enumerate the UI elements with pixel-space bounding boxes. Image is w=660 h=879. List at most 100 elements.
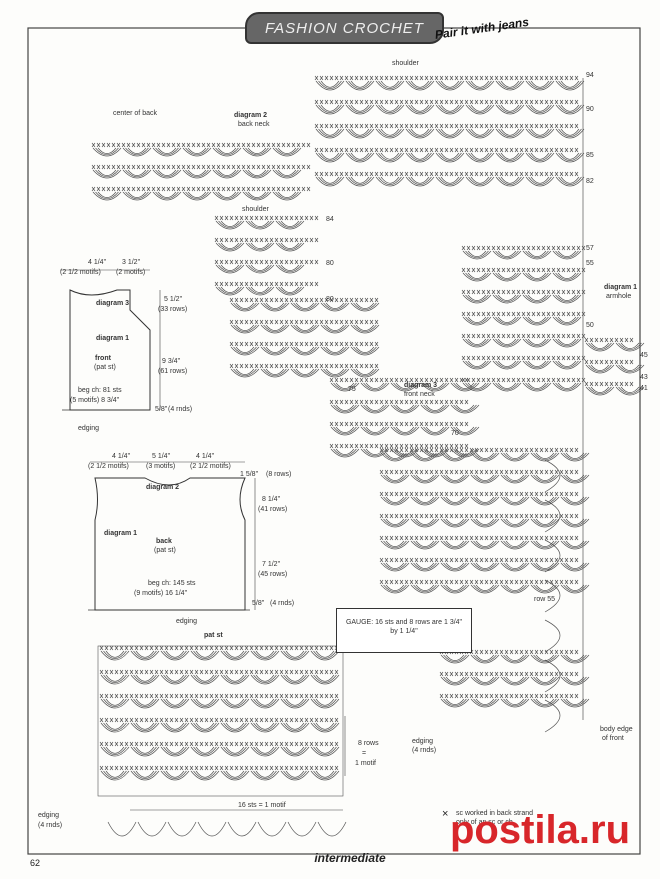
diagram3-mid-fan xyxy=(260,302,290,312)
pat-st-repeat-rows: 8 rows xyxy=(358,740,379,747)
diagram3-low-fan xyxy=(360,448,390,458)
diagram1-fan xyxy=(462,272,492,282)
edging-detail-fan xyxy=(530,654,560,664)
diagram2-fan xyxy=(465,80,495,91)
pat-st-fan xyxy=(130,674,160,685)
pat-st-fan xyxy=(280,722,310,733)
edging-detail-fan xyxy=(500,654,530,664)
back-beg-ch-sub: (9 motifs) 16 1/4" xyxy=(134,590,188,597)
diagram3-top-fan xyxy=(215,264,245,274)
diagram1-fan xyxy=(492,294,522,304)
edging-detail-fan xyxy=(530,698,560,708)
pat-st-fan xyxy=(310,746,340,757)
diagram2-fan xyxy=(465,176,495,187)
diagram3-bottom-fan xyxy=(500,496,530,506)
edging-detail-rnds: (4 rnds) xyxy=(412,747,437,754)
diagram1-right-fan xyxy=(615,386,645,396)
diagram3-mid-fan xyxy=(230,368,260,378)
diagram3-bottom-fan xyxy=(380,518,410,528)
gauge-box: GAUGE: 16 sts and 8 rows are 1 3/4" by 1… xyxy=(336,608,472,653)
diagram3-bottom-fan xyxy=(440,474,470,484)
diagram2-subtitle: back neck xyxy=(238,121,270,128)
diagram2-fan xyxy=(495,128,525,139)
diagram3-mid-x xyxy=(229,319,379,325)
pat-st-fan xyxy=(130,770,160,781)
diagram3-low-fan xyxy=(330,382,360,392)
edging-row-label: row 55 xyxy=(534,596,556,603)
back-neck-rows: (8 rows) xyxy=(266,471,292,478)
diagram3-top-fan xyxy=(275,264,305,274)
diagram2-fan xyxy=(465,104,495,115)
edging-scallop xyxy=(544,659,561,693)
diagram3-bottom-fan xyxy=(500,518,530,528)
diagram3-bottom-fan xyxy=(530,540,560,550)
pat-st-fan xyxy=(220,650,250,661)
dimension-lines xyxy=(60,269,346,811)
pat-st-fan xyxy=(310,770,340,781)
diagram2-fan xyxy=(435,152,465,163)
pat-st-fan xyxy=(250,650,280,661)
diagram3-bottom-x xyxy=(379,557,579,563)
pat-st-fan xyxy=(160,746,190,757)
pat-st-fan xyxy=(100,746,130,757)
diagram1-right-fan xyxy=(615,364,645,374)
diagram3-top-fan xyxy=(275,220,305,230)
diagram3-bottom-fan xyxy=(380,452,410,462)
pat-st-fan xyxy=(310,722,340,733)
back-lower-rows: (45 rows) xyxy=(258,571,288,578)
back-top-mid-measure: 5 1/4" xyxy=(152,453,171,460)
front-edging-rnds: (4 rnds) xyxy=(168,406,193,413)
diagram1-x xyxy=(461,333,586,339)
diagram3-low-fan xyxy=(450,426,480,436)
edging-detail-fan xyxy=(470,676,500,686)
back-top-mid-motifs: (3 motifs) xyxy=(146,463,176,470)
diagram1-fan xyxy=(522,360,552,370)
edging-detail-fan xyxy=(560,676,590,686)
watermark: postila.ru xyxy=(450,808,631,852)
diagram3-mid-fan xyxy=(350,302,380,312)
pat-st-edging-scallop xyxy=(227,821,257,837)
diagram2-fan xyxy=(375,152,405,163)
back-piece-sub: (pat st) xyxy=(154,547,176,554)
edging-detail-fan xyxy=(440,698,470,708)
pat-st-fan xyxy=(310,650,340,661)
magazine-title: FASHION CROCHET xyxy=(265,20,424,37)
diagram3-low-fan xyxy=(420,382,450,392)
diagram3-low-fan xyxy=(360,404,390,414)
diagram2-left-fan xyxy=(242,169,272,179)
edging-scallop xyxy=(544,539,561,573)
edging-detail-fan xyxy=(560,698,590,708)
row-number: 80 xyxy=(326,296,334,303)
diagram2-fan xyxy=(555,128,585,139)
diagram3-low-fan xyxy=(420,404,450,414)
diagram3-top-fan xyxy=(245,220,275,230)
diagram3-mid-x xyxy=(229,363,379,369)
diagram2-fan xyxy=(495,152,525,163)
pat-st-fan xyxy=(160,650,190,661)
diagram3-bottom-x xyxy=(379,491,579,497)
pat-st-fan xyxy=(220,722,250,733)
difficulty-level: intermediate xyxy=(314,851,386,865)
row-number: 90 xyxy=(586,106,594,113)
diagram3-mid-fan xyxy=(290,324,320,334)
diagram3-mid-fan xyxy=(230,324,260,334)
diagram2-left-fan xyxy=(242,147,272,157)
diagram3-low-fan xyxy=(330,448,360,458)
diagram2-left-fan xyxy=(92,147,122,157)
diagram2-x xyxy=(314,75,579,81)
diagram3-bottom-fan xyxy=(560,584,590,594)
diagram2-left-fan xyxy=(152,147,182,157)
diagram1-fan xyxy=(492,250,522,260)
pat-st-fan xyxy=(190,770,220,781)
diagram2-x xyxy=(314,123,579,129)
diagram2-fan xyxy=(525,176,555,187)
diagram2-fan xyxy=(315,80,345,91)
diagram3-bottom-fan xyxy=(410,452,440,462)
diagram2-left-fan xyxy=(182,147,212,157)
pat-st-fan xyxy=(190,650,220,661)
pat-st-fan xyxy=(100,770,130,781)
edging-scallop xyxy=(544,619,561,653)
diagram1-fan xyxy=(492,338,522,348)
back-top-right-measure: 4 1/4" xyxy=(196,453,215,460)
diagram2-title: diagram 2 xyxy=(234,112,268,119)
